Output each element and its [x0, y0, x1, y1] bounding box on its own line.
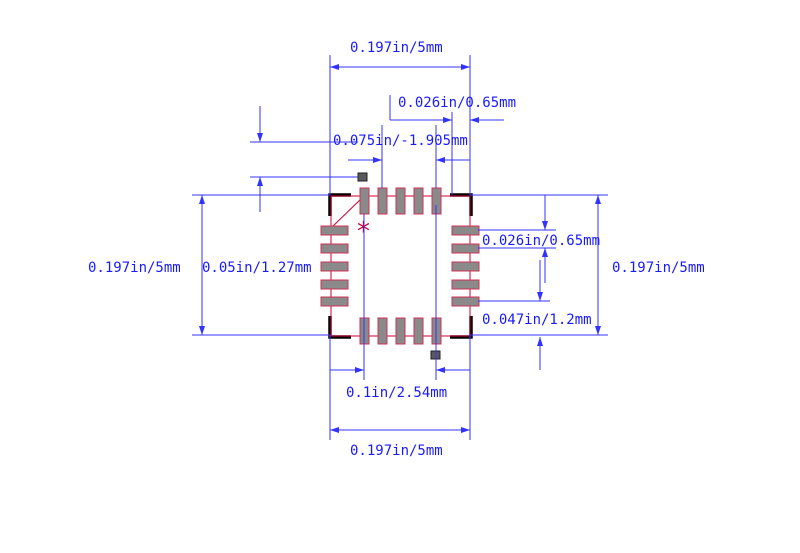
- dim-pad-offset: 0.075in/-1.905mm: [333, 125, 470, 188]
- dim-pitch-right: 0.026in/0.65mm: [478, 195, 600, 283]
- pad: [451, 225, 480, 236]
- label-bottom-width: 0.197in/5mm: [350, 443, 443, 459]
- pad: [451, 243, 480, 254]
- pad: [320, 296, 349, 307]
- pad: [395, 317, 406, 345]
- label-pad-width-right: 0.047in/1.2mm: [482, 312, 592, 328]
- bottom-pads: [359, 317, 442, 345]
- pad: [413, 187, 424, 215]
- label-pitch-right: 0.026in/0.65mm: [482, 233, 600, 249]
- dim-pad-length: 0.05in/1.27mm: [202, 214, 365, 380]
- dim-left-height: 0.197in/5mm: [88, 194, 330, 336]
- dim-right-height: 0.197in/5mm: [470, 194, 705, 336]
- pad: [377, 317, 388, 345]
- label-top-width: 0.197in/5mm: [350, 40, 443, 56]
- pad: [413, 317, 424, 345]
- label-left-height: 0.197in/5mm: [88, 260, 181, 276]
- pad: [395, 187, 406, 215]
- pad: [377, 187, 388, 215]
- label-pad-offset: 0.075in/-1.905mm: [333, 133, 468, 149]
- label-right-height: 0.197in/5mm: [612, 260, 705, 276]
- dim-span-bottom: 0.1in/2.54mm: [330, 205, 470, 401]
- dim-pad-width-right: 0.047in/1.2mm: [478, 260, 592, 370]
- right-pads: [451, 225, 480, 307]
- top-pads: [359, 187, 442, 215]
- pad: [320, 279, 349, 290]
- label-pitch-top: 0.026in/0.65mm: [398, 95, 516, 111]
- pad: [359, 187, 370, 215]
- pad: [451, 279, 480, 290]
- pad: [451, 261, 480, 272]
- body-outline: [330, 195, 471, 337]
- pin1-chamfer-line: [330, 195, 365, 229]
- dim-bottom-width: 0.197in/5mm: [329, 335, 471, 459]
- dim-top-width: 0.197in/5mm: [329, 40, 471, 195]
- pad: [320, 225, 349, 236]
- dim-pitch-top: 0.026in/0.65mm: [389, 95, 516, 195]
- left-pads: [320, 225, 349, 307]
- corner-marker-top: [357, 172, 368, 182]
- pad: [451, 296, 480, 307]
- package-outline: [328, 193, 473, 339]
- label-span-bottom: 0.1in/2.54mm: [346, 385, 447, 401]
- label-pad-length: 0.05in/1.27mm: [202, 260, 312, 276]
- pad: [320, 243, 349, 254]
- pad: [320, 261, 349, 272]
